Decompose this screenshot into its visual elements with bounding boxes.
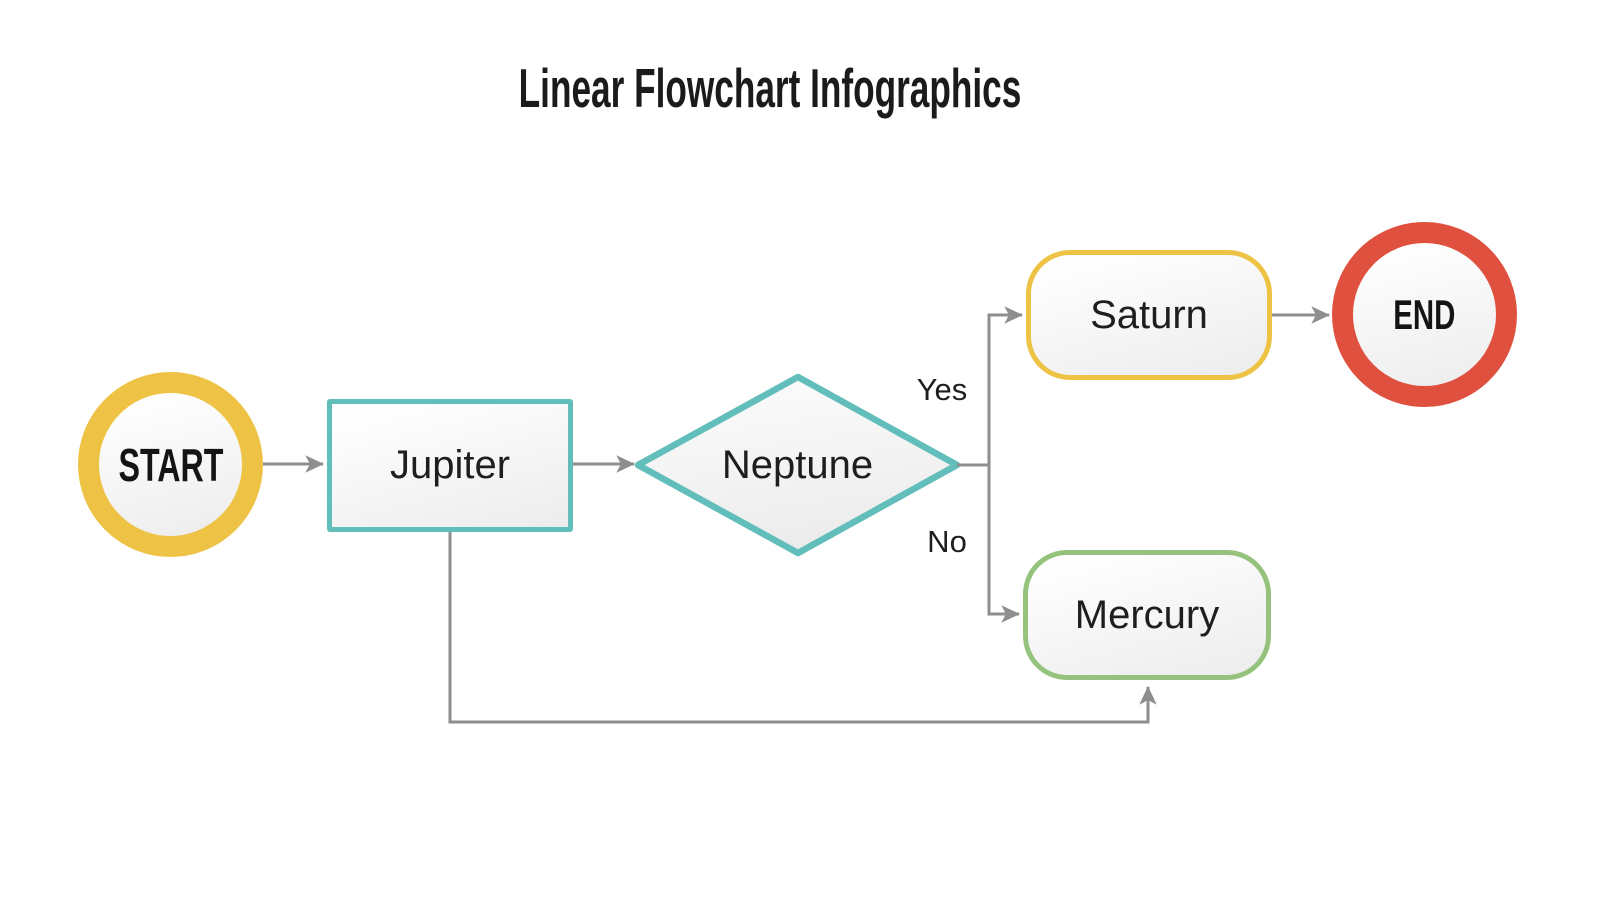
yes-edge-label: Yes (916, 372, 968, 407)
edge-jupiter-mercury (448, 532, 1157, 724)
page-title: Linear Flowchart Infographics (518, 57, 1022, 119)
edge-neptune-mercury-no (987, 465, 1020, 623)
saturn-node-label: Saturn (1090, 292, 1208, 337)
no-edge-label: No (927, 524, 967, 559)
jupiter-node: Jupiter (327, 399, 573, 532)
start-node: START (78, 372, 263, 557)
jupiter-node-label: Jupiter (389, 443, 511, 487)
mercury-node-label: Mercury (1074, 592, 1220, 637)
neptune-node: Neptune (638, 377, 957, 553)
start-node-label: START (118, 438, 223, 491)
neptune-node-label: Neptune (721, 442, 874, 487)
mercury-node: Mercury (1023, 550, 1271, 680)
end-node: END (1332, 222, 1517, 407)
edge-neptune-saturn-yes (957, 306, 1023, 467)
end-node-label: END (1393, 290, 1456, 338)
saturn-node: Saturn (1026, 250, 1272, 380)
